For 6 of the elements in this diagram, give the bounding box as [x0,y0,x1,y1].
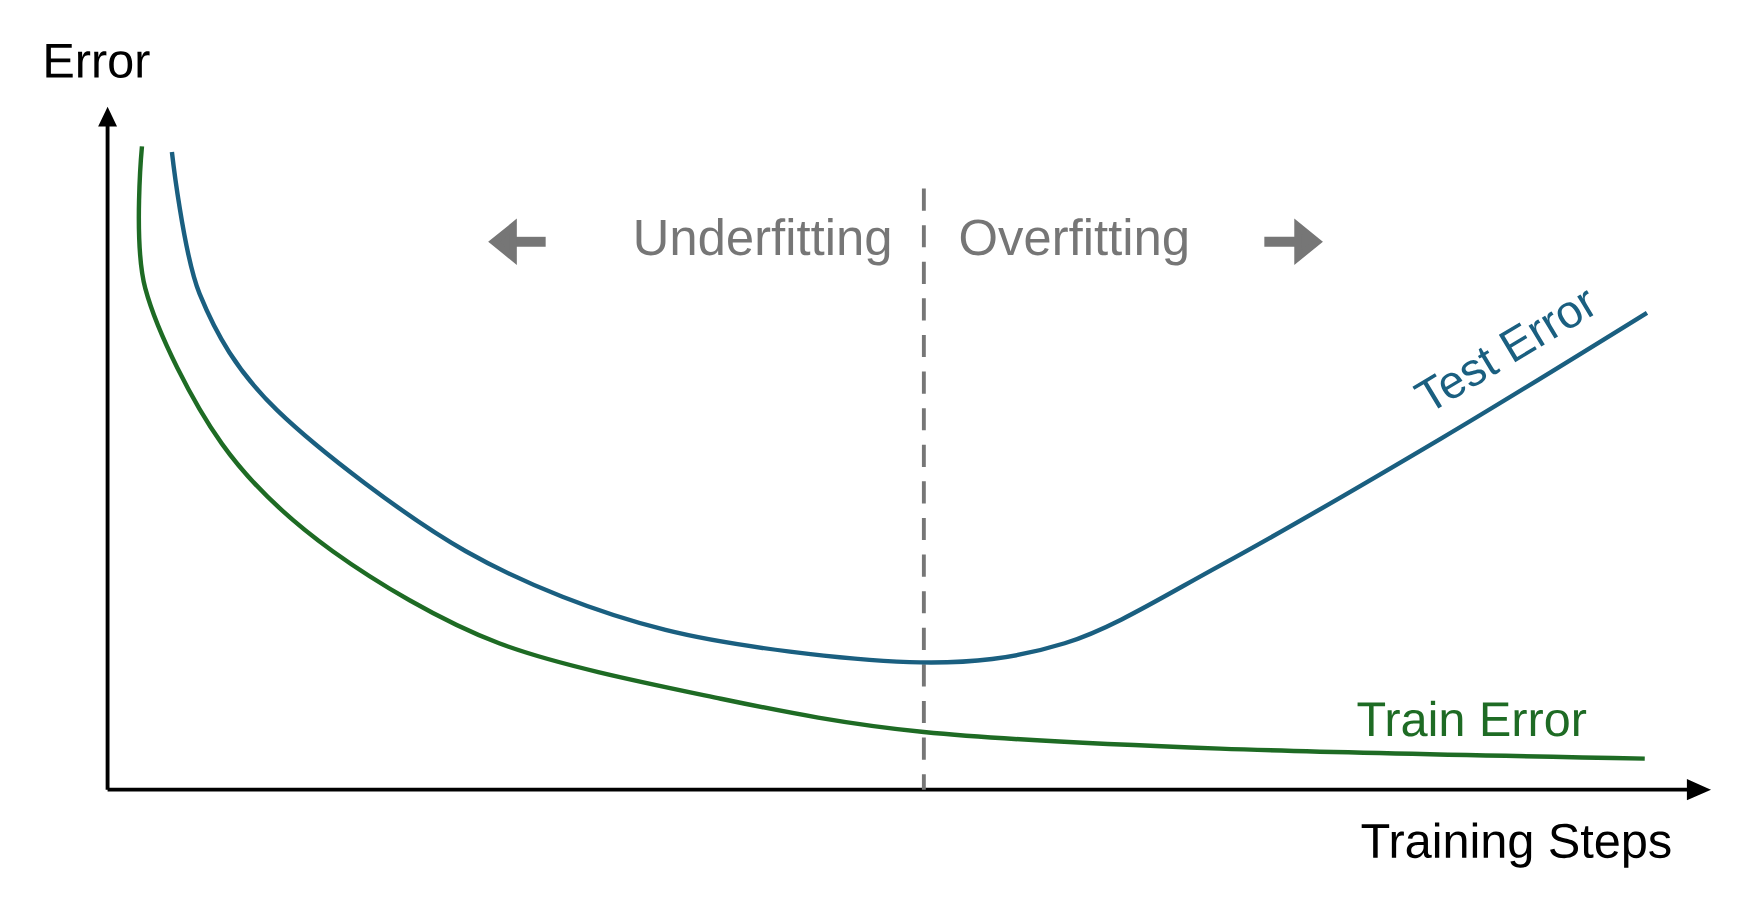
region-label: Overfitting [960,218,1187,266]
curve-label: Test Error [1412,290,1594,409]
curve-label: Train Error [1357,701,1587,737]
region-label: Underfitting [636,218,890,266]
axis-label: Training Steps [1361,822,1671,868]
axis-label: Error [46,44,150,79]
